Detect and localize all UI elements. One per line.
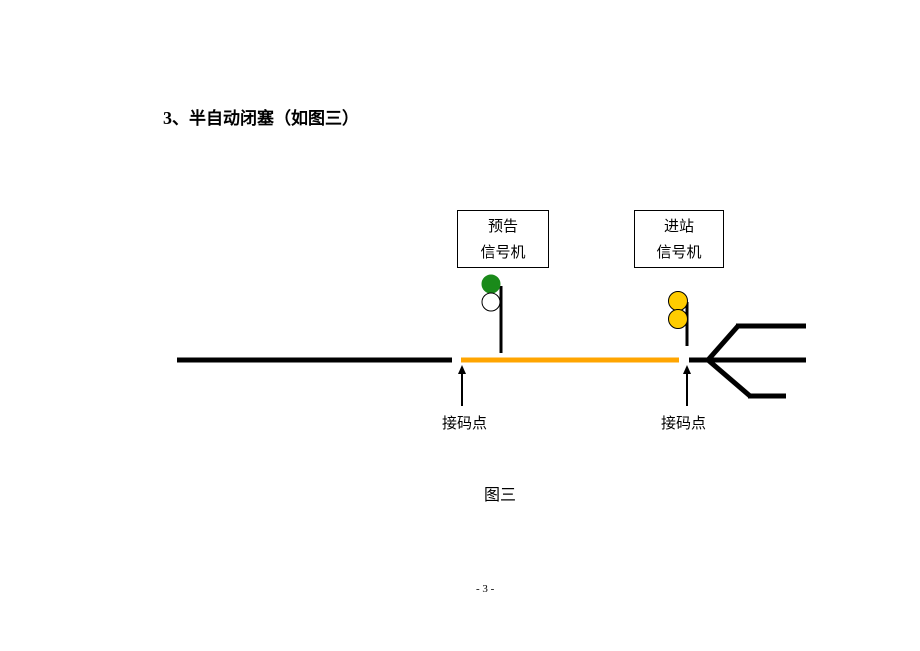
figure-caption: 图三 <box>484 485 517 504</box>
distant-signal-green-lamp <box>481 274 501 294</box>
distant-signal-label-line1: 预告 <box>487 217 518 235</box>
section-number: 3 <box>163 108 172 128</box>
section-title: 、半自动闭塞（如图三） <box>172 109 359 129</box>
distant-signal-white-lamp <box>481 292 501 312</box>
track-branch-upper-diag <box>706 324 740 362</box>
home-signal-label: 进站 信号机 <box>634 210 724 268</box>
track-branch-lower-diag <box>706 358 752 398</box>
home-signal-label-line1: 进站 <box>663 217 694 235</box>
coding-point-left-label: 接码点 <box>442 414 488 432</box>
coding-point-left-arrow-head <box>458 365 466 374</box>
section-heading: 3、半自动闭塞（如图三） <box>163 104 359 129</box>
home-signal-yellow-lamp-upper <box>668 291 688 311</box>
page-number: - 3 - <box>476 583 495 595</box>
coding-point-right-label: 接码点 <box>661 414 707 432</box>
distant-signal-label-line2: 信号机 <box>480 243 526 261</box>
home-signal-label-line2: 信号机 <box>656 243 702 261</box>
distant-signal-label: 预告 信号机 <box>457 210 549 268</box>
home-signal-yellow-lamp-lower <box>668 309 688 329</box>
coding-point-right-arrow-head <box>683 365 691 374</box>
